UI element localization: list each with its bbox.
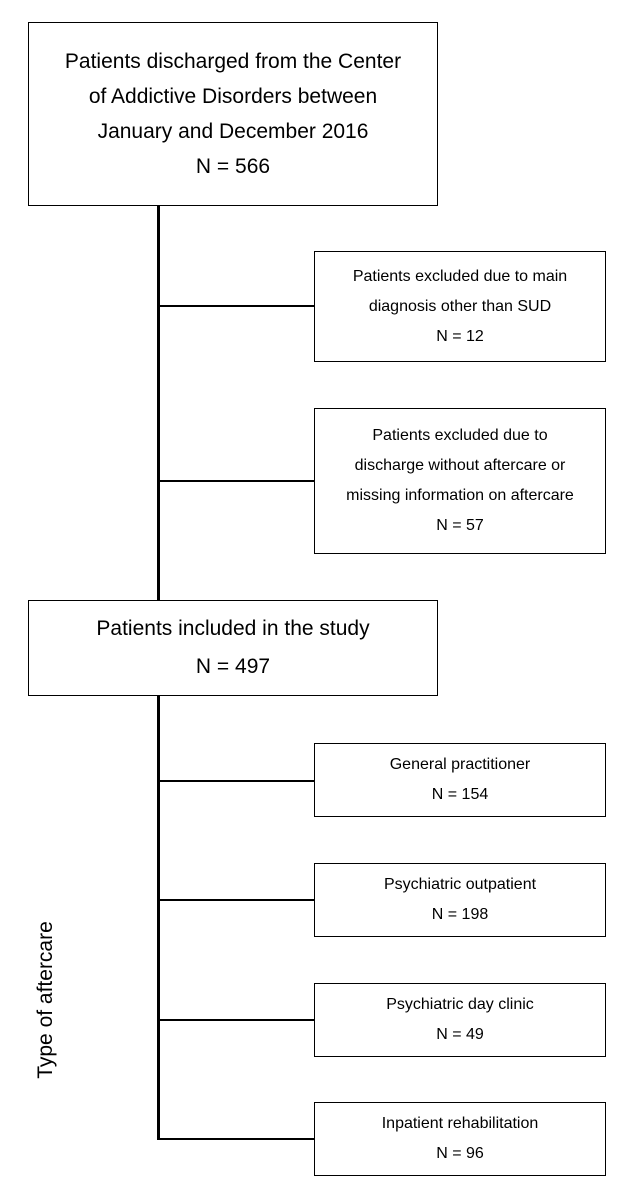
aftercare-label: Inpatient rehabilitation: [381, 1115, 539, 1132]
exclusion-2-line-2: discharge without aftercare or: [354, 457, 566, 474]
branch-connector-psychiatric-outpatient: [157, 899, 314, 901]
exclusion-2-line-1: Patients excluded due to: [372, 427, 548, 444]
aftercare-box-inpatient-rehabilitation: Inpatient rehabilitation N = 96: [314, 1102, 606, 1176]
aftercare-count: N = 154: [431, 786, 489, 803]
branch-connector-general-practitioner: [157, 780, 314, 782]
included-patients-box: Patients included in the study N = 497: [28, 600, 438, 696]
aftercare-label: General practitioner: [389, 756, 531, 773]
aftercare-label: Psychiatric day clinic: [386, 996, 534, 1013]
aftercare-count: N = 198: [431, 906, 489, 923]
aftercare-box-psychiatric-day-clinic: Psychiatric day clinic N = 49: [314, 983, 606, 1057]
exclusion-box-main-diagnosis: Patients excluded due to main diagnosis …: [314, 251, 606, 362]
exclusion-2-line-3: missing information on aftercare: [346, 487, 574, 504]
discharged-box-line-3: January and December 2016: [97, 120, 369, 143]
type-of-aftercare-label: Type of aftercare: [34, 921, 57, 1079]
discharged-box-count: N = 566: [195, 155, 271, 178]
branch-connector-inpatient-rehabilitation: [157, 1138, 314, 1140]
discharged-patients-box: Patients discharged from the Center of A…: [28, 22, 438, 206]
branch-connector-exclusion-1: [157, 305, 314, 307]
main-vertical-connector-upper: [157, 206, 160, 600]
branch-connector-psychiatric-day-clinic: [157, 1019, 314, 1021]
discharged-box-line-2: of Addictive Disorders between: [88, 85, 378, 108]
exclusion-box-no-aftercare: Patients excluded due to discharge witho…: [314, 408, 606, 554]
exclusion-1-line-1: Patients excluded due to main: [352, 267, 568, 285]
discharged-box-line-1: Patients discharged from the Center: [64, 50, 402, 73]
main-vertical-connector-lower: [157, 696, 160, 1140]
aftercare-count: N = 96: [436, 1145, 484, 1162]
exclusion-1-line-2: diagnosis other than SUD: [368, 297, 552, 315]
included-box-count: N = 497: [195, 655, 271, 678]
aftercare-count: N = 49: [436, 1026, 484, 1043]
aftercare-label: Psychiatric outpatient: [383, 876, 537, 893]
branch-connector-exclusion-2: [157, 480, 314, 482]
exclusion-2-count: N = 57: [436, 517, 484, 534]
aftercare-box-general-practitioner: General practitioner N = 154: [314, 743, 606, 817]
included-box-label: Patients included in the study: [96, 617, 370, 640]
exclusion-1-count: N = 12: [436, 327, 484, 345]
aftercare-box-psychiatric-outpatient: Psychiatric outpatient N = 198: [314, 863, 606, 937]
